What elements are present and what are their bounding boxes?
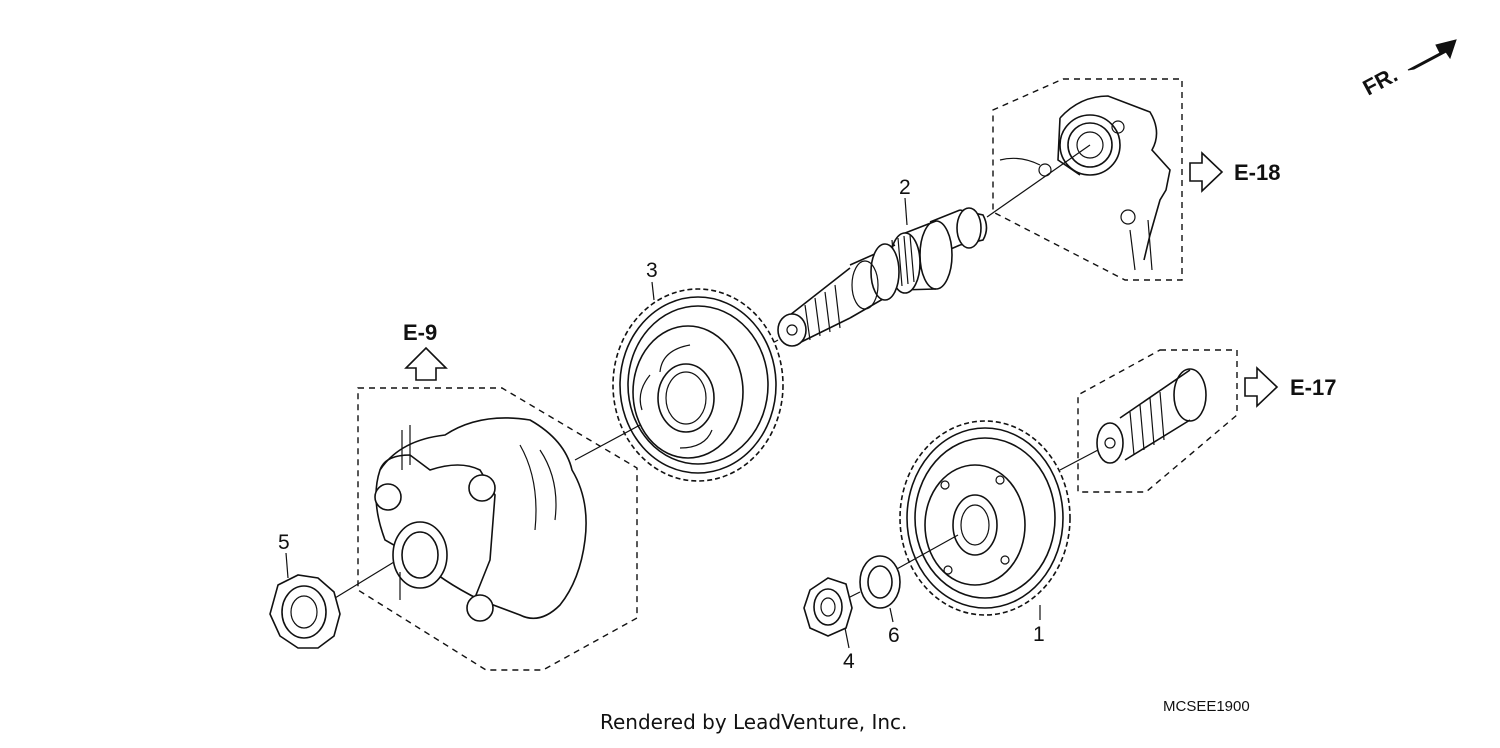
bearing-housing-group: E-18 [992, 78, 1280, 281]
reference-e9-label: E-9 [403, 320, 437, 345]
reference-e17-label: E-17 [1290, 375, 1336, 400]
part-4-callout: 4 [843, 650, 855, 673]
front-indicator-label: FR. [1359, 62, 1402, 101]
reference-arrow-e17-icon [1244, 366, 1279, 408]
part-6-callout: 6 [888, 624, 900, 647]
part-1-callout: 1 [1033, 623, 1045, 646]
main-shaft: 2 [751, 144, 1091, 356]
bearing-housing [1057, 95, 1171, 261]
part-5-callout: 5 [278, 531, 290, 554]
washer-part-6: 6 [847, 555, 901, 647]
countershaft-group: E-17 [1059, 349, 1336, 493]
part-2-callout: 2 [899, 176, 911, 199]
part-3-callout: 3 [646, 259, 658, 282]
diagram-code: MCSEE1900 [1163, 698, 1250, 715]
locknut-part-5: 5 [269, 531, 341, 649]
gear-part-1: 1 [894, 420, 1071, 646]
front-direction-indicator: FR. [1359, 39, 1457, 101]
credit-text: Rendered by LeadVenture, Inc. [600, 710, 907, 734]
left-housing [375, 417, 587, 620]
reference-arrow-e18-icon [1189, 151, 1224, 193]
left-housing-group: E-9 [334, 320, 641, 671]
gear-part-3: 3 [612, 259, 784, 482]
front-arrow-icon [1407, 39, 1457, 71]
reference-e18-label: E-18 [1234, 160, 1280, 185]
reference-arrow-e9-icon [404, 346, 448, 381]
nut-part-4: 4 [803, 577, 855, 673]
